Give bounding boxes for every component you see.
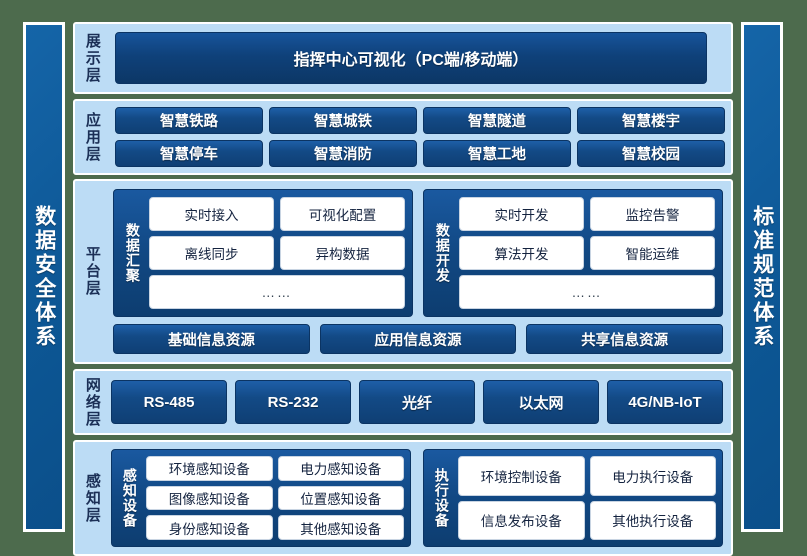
plat-item-more-development[interactable]: …… (459, 275, 715, 309)
pillar-right-label: 标准规范体系 (750, 205, 774, 349)
plat-item-algorithm-development[interactable]: 算法开发 (459, 236, 584, 270)
app-item-smart-railway[interactable]: 智慧铁路 (115, 107, 263, 134)
sensing-wrapper: 感知设备 环境感知设备 电力感知设备 图像感知设备 位置感知设备 身份感知设备 … (109, 442, 731, 554)
net-item-rs232[interactable]: RS-232 (235, 380, 351, 424)
sense-item-other-sensor[interactable]: 其他感知设备 (277, 515, 404, 540)
resource-basic-info[interactable]: 基础信息资源 (113, 324, 310, 354)
plat-item-visual-config[interactable]: 可视化配置 (280, 197, 405, 231)
platform-row: 离线同步 异构数据 (149, 236, 405, 270)
platform-panel-data-aggregation: 数据汇聚 实时接入 可视化配置 离线同步 异构数据 (113, 189, 413, 317)
sensing-panel-actuators-label: 执行设备 (433, 468, 450, 528)
layer-display: 展示层 指挥中心可视化（PC端/移动端） (73, 22, 733, 94)
platform-panel-data-aggregation-items: 实时接入 可视化配置 离线同步 异构数据 …… (149, 197, 405, 309)
layer-network: 网络层 RS-485 RS-232 光纤 以太网 4G/NB-IoT (73, 369, 733, 435)
platform-row: 实时接入 可视化配置 (149, 197, 405, 231)
plat-item-intelligent-ops[interactable]: 智能运维 (590, 236, 715, 270)
platform-row: 算法开发 智能运维 (459, 236, 715, 270)
plat-item-monitor-alarm[interactable]: 监控告警 (590, 197, 715, 231)
platform-panels: 数据汇聚 实时接入 可视化配置 离线同步 异构数据 (113, 189, 723, 317)
layer-application: 应用层 智慧铁路 智慧城铁 智慧隧道 智慧楼宇 智慧停车 智慧消防 智慧工地 智… (73, 99, 733, 175)
net-item-fiber[interactable]: 光纤 (359, 380, 475, 424)
layer-stack: 展示层 指挥中心可视化（PC端/移动端） 应用层 智慧铁路 智慧城铁 智慧隧道 … (73, 22, 733, 556)
pillar-left-label: 数据安全体系 (32, 205, 56, 349)
resource-application-info[interactable]: 应用信息资源 (319, 324, 517, 354)
layer-network-label: 网络层 (83, 376, 101, 428)
app-item-smart-firefighting[interactable]: 智慧消防 (269, 140, 417, 167)
layer-platform-body: 数据汇聚 实时接入 可视化配置 离线同步 异构数据 (109, 181, 731, 362)
platform-panel-data-development-label: 数据开发 (434, 223, 451, 283)
sensing-panel-sensors-items: 环境感知设备 电力感知设备 图像感知设备 位置感知设备 身份感知设备 其他感知设… (146, 456, 404, 540)
sense-item-environment-sensor[interactable]: 环境感知设备 (146, 456, 273, 481)
layer-application-body: 智慧铁路 智慧城铁 智慧隧道 智慧楼宇 智慧停车 智慧消防 智慧工地 智慧校园 (109, 101, 731, 173)
network-grid: RS-485 RS-232 光纤 以太网 4G/NB-IoT (109, 380, 731, 424)
display-command-center-box[interactable]: 指挥中心可视化（PC端/移动端） (115, 32, 707, 84)
layer-application-label: 应用层 (83, 111, 101, 163)
layer-platform: 平台层 数据汇聚 实时接入 可视化配置 (73, 179, 733, 364)
app-item-smart-metro[interactable]: 智慧城铁 (269, 107, 417, 134)
platform-panel-data-aggregation-label: 数据汇聚 (124, 223, 141, 283)
layer-network-body: RS-485 RS-232 光纤 以太网 4G/NB-IoT (109, 371, 731, 433)
layer-display-label: 展示层 (83, 32, 101, 84)
platform-resources: 基础信息资源 应用信息资源 共享信息资源 (113, 324, 724, 354)
sensing-panel-actuators: 执行设备 环境控制设备 电力执行设备 信息发布设备 其他执行设备 (423, 449, 723, 547)
platform-row: …… (149, 275, 405, 309)
net-item-4g-nbiot[interactable]: 4G/NB-IoT (607, 380, 723, 424)
layer-sensing: 感知层 感知设备 环境感知设备 电力感知设备 图像感知设备 位置感知设备 身份感… (73, 440, 733, 556)
application-grid: 智慧铁路 智慧城铁 智慧隧道 智慧楼宇 智慧停车 智慧消防 智慧工地 智慧校园 (109, 107, 731, 167)
actuator-item-environment-control[interactable]: 环境控制设备 (458, 456, 585, 496)
platform-row: 实时开发 监控告警 (459, 197, 715, 231)
app-item-smart-building[interactable]: 智慧楼宇 (577, 107, 725, 134)
app-item-smart-construction-site[interactable]: 智慧工地 (423, 140, 571, 167)
actuator-item-power-actuator[interactable]: 电力执行设备 (589, 456, 716, 496)
sensing-panel-sensors-label: 感知设备 (121, 468, 138, 528)
actuator-item-other-actuator[interactable]: 其他执行设备 (589, 500, 716, 540)
plat-item-offline-sync[interactable]: 离线同步 (149, 236, 274, 270)
layer-platform-label: 平台层 (83, 246, 101, 297)
resource-shared-info[interactable]: 共享信息资源 (526, 324, 724, 354)
platform-row: …… (459, 275, 715, 309)
platform-panel-data-development: 数据开发 实时开发 监控告警 算法开发 智能运维 (423, 189, 723, 317)
layer-sensing-body: 感知设备 环境感知设备 电力感知设备 图像感知设备 位置感知设备 身份感知设备 … (109, 442, 731, 554)
sensing-panel-actuators-items: 环境控制设备 电力执行设备 信息发布设备 其他执行设备 (458, 456, 716, 540)
app-item-smart-tunnel[interactable]: 智慧隧道 (423, 107, 571, 134)
app-item-smart-parking[interactable]: 智慧停车 (115, 140, 263, 167)
plat-item-more-aggregation[interactable]: …… (149, 275, 405, 309)
layer-display-body: 指挥中心可视化（PC端/移动端） (109, 24, 731, 92)
net-item-ethernet[interactable]: 以太网 (483, 380, 599, 424)
platform-panel-data-development-items: 实时开发 监控告警 算法开发 智能运维 …… (459, 197, 715, 309)
app-item-smart-campus[interactable]: 智慧校园 (577, 140, 725, 167)
net-item-rs485[interactable]: RS-485 (111, 380, 227, 424)
platform-wrapper: 数据汇聚 实时接入 可视化配置 离线同步 异构数据 (109, 181, 731, 362)
sense-item-power-sensor[interactable]: 电力感知设备 (277, 456, 404, 481)
pillar-standard-spec: 标准规范体系 (741, 22, 783, 532)
plat-item-realtime-development[interactable]: 实时开发 (459, 197, 584, 231)
sense-item-position-sensor[interactable]: 位置感知设备 (277, 485, 404, 511)
pillar-data-security: 数据安全体系 (23, 22, 65, 532)
actuator-item-info-publishing[interactable]: 信息发布设备 (458, 500, 585, 540)
sense-item-identity-sensor[interactable]: 身份感知设备 (146, 515, 273, 540)
sensing-panel-sensors: 感知设备 环境感知设备 电力感知设备 图像感知设备 位置感知设备 身份感知设备 … (111, 449, 411, 547)
plat-item-realtime-access[interactable]: 实时接入 (149, 197, 274, 231)
sense-item-image-sensor[interactable]: 图像感知设备 (146, 485, 273, 511)
layer-sensing-label: 感知层 (83, 472, 101, 524)
plat-item-heterogeneous-data[interactable]: 异构数据 (280, 236, 405, 270)
